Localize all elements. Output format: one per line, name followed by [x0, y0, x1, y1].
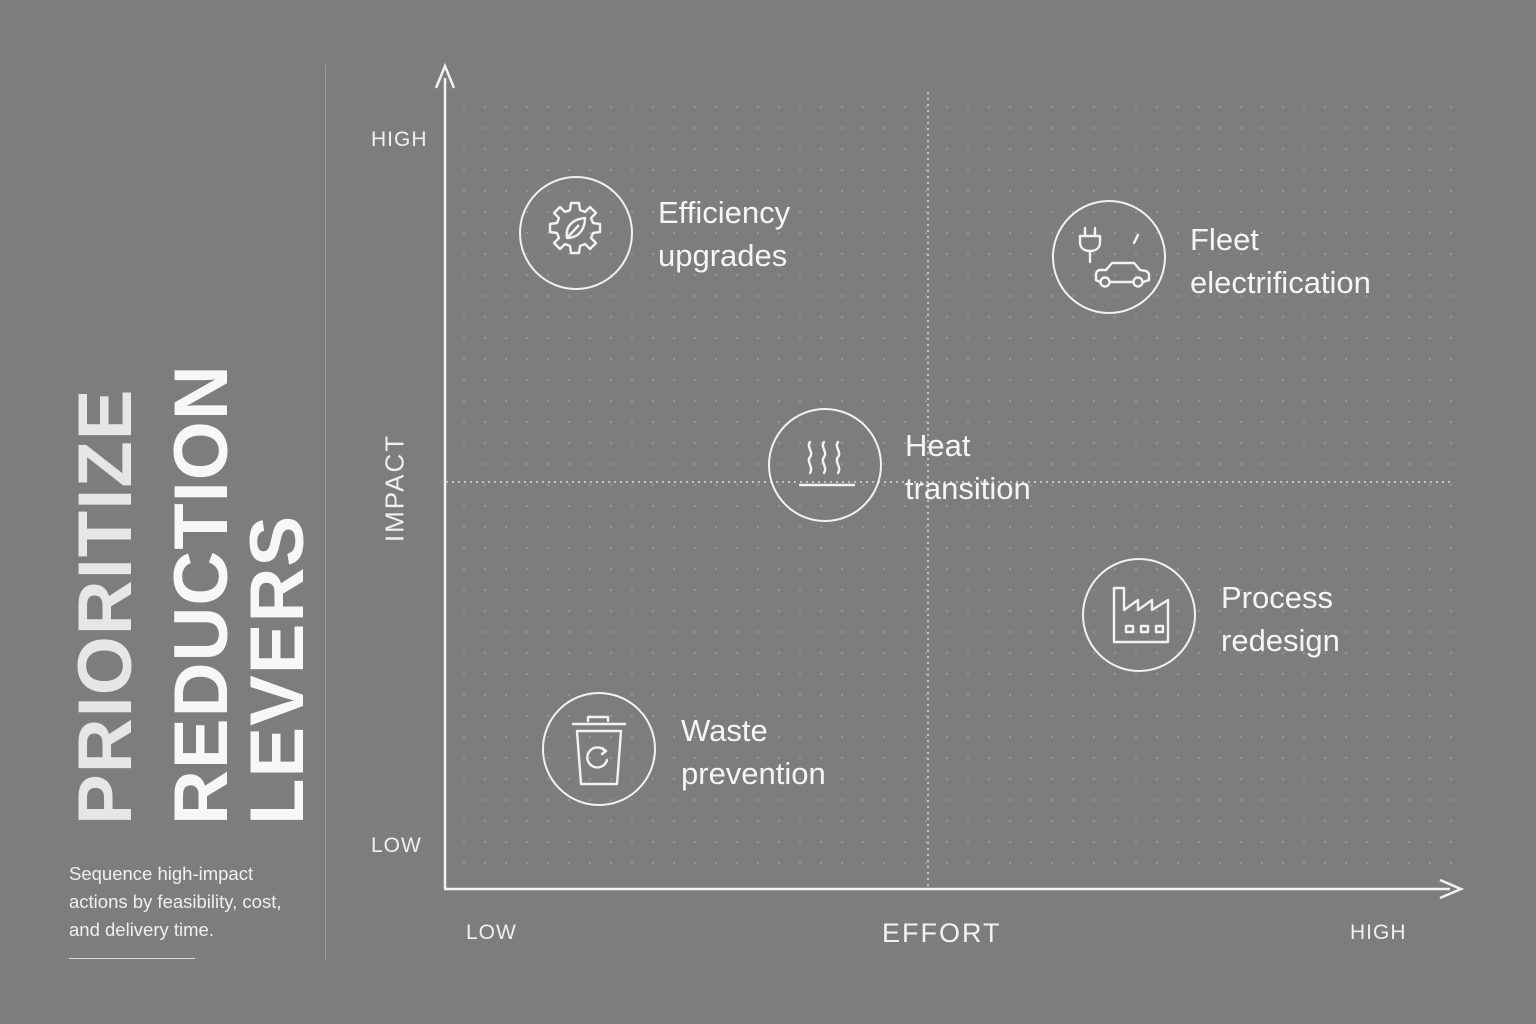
- lever-process-line2: redesign: [1221, 623, 1340, 658]
- lever-waste-label: Waste prevention: [681, 709, 826, 795]
- lever-efficiency-line1: Efficiency: [658, 195, 791, 230]
- lever-efficiency-line2: upgrades: [658, 238, 788, 273]
- y-axis-title: IMPACT: [379, 433, 410, 543]
- lever-waste-line2: prevention: [681, 756, 826, 791]
- lever-process-label: Process redesign: [1221, 576, 1340, 662]
- panel-divider: [325, 65, 326, 960]
- x-axis-arrow: [1439, 878, 1465, 900]
- lever-efficiency-label: Efficiency upgrades: [658, 191, 790, 277]
- y-axis-low-label: LOW: [371, 834, 422, 857]
- lever-process-line1: Process: [1221, 580, 1333, 615]
- heat-waves-icon: [798, 440, 856, 487]
- lever-heat-node: [768, 408, 882, 522]
- lever-heat-line1: Heat: [905, 428, 971, 463]
- lever-fleet-line1: Fleet: [1190, 222, 1259, 257]
- lever-heat-label: Heat transition: [905, 424, 1031, 510]
- x-axis-high-label: HIGH: [1350, 921, 1407, 944]
- lever-fleet-node: [1052, 200, 1166, 314]
- lever-waste-node: [542, 692, 656, 806]
- lever-efficiency-node: [519, 176, 633, 290]
- y-axis-high-label: HIGH: [371, 128, 428, 151]
- lever-heat-line2: transition: [905, 471, 1031, 506]
- lever-fleet-line2: electrification: [1190, 265, 1371, 300]
- subtitle: Sequence high-impact actions by feasibil…: [69, 863, 282, 940]
- subtitle-rule: [69, 958, 195, 959]
- lever-process-node: [1082, 558, 1196, 672]
- y-axis-arrow: [434, 62, 456, 89]
- x-axis-low-label: LOW: [466, 921, 517, 944]
- lever-fleet-label: Fleet electrification: [1190, 218, 1371, 304]
- x-axis-title: EFFORT: [882, 918, 1002, 948]
- factory-icon: [1112, 586, 1170, 644]
- plug-car-icon: [1078, 226, 1151, 288]
- recycle-bin-icon: [571, 715, 627, 786]
- gear-leaf-icon: [548, 201, 602, 255]
- lever-waste-line1: Waste: [681, 713, 768, 748]
